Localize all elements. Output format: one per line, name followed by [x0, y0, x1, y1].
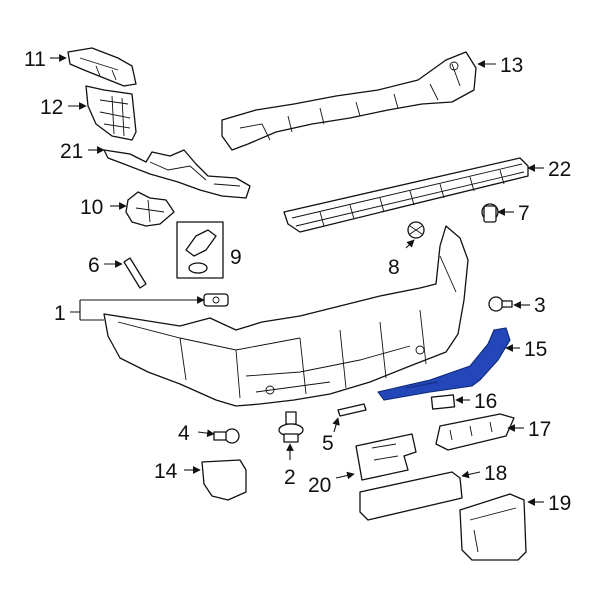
callout-labels: 11 12 21 10 6 1 9 13 22 7 8 3 15 16 17 1…	[24, 48, 571, 515]
callout-18: 18	[484, 462, 507, 485]
part-4-bolt[interactable]	[213, 428, 240, 444]
part-8-bolt[interactable]	[407, 221, 425, 239]
callout-9: 9	[230, 246, 242, 269]
leader-lines	[50, 54, 544, 506]
part-21-bracket[interactable]	[103, 149, 251, 199]
part-13-reinforcement[interactable]	[221, 51, 477, 151]
callout-1: 1	[54, 302, 66, 325]
part-2-fastener[interactable]	[278, 411, 304, 443]
callout-6: 6	[88, 254, 100, 277]
part-14-pad[interactable]	[201, 459, 247, 501]
part-12-bracket[interactable]	[85, 85, 137, 141]
callout-20: 20	[308, 474, 331, 497]
callout-19: 19	[548, 492, 571, 515]
callout-2: 2	[284, 466, 296, 489]
callout-11: 11	[24, 48, 46, 71]
part-1-bumper-cover[interactable]	[103, 225, 469, 407]
part-9-retainer-kit[interactable]	[176, 221, 224, 279]
part-11-bracket[interactable]	[67, 47, 137, 87]
callout-7: 7	[518, 202, 530, 225]
callout-17: 17	[528, 418, 551, 441]
part-10-bracket[interactable]	[125, 191, 175, 227]
part-20-bracket[interactable]	[355, 433, 417, 481]
callout-3: 3	[534, 294, 546, 317]
callout-16: 16	[474, 390, 497, 413]
callout-8: 8	[388, 256, 400, 279]
part-16-pad[interactable]	[430, 394, 456, 410]
part-22-step-pad[interactable]	[283, 157, 529, 233]
part-5-pad[interactable]	[337, 403, 367, 417]
part-19-cover[interactable]	[459, 493, 527, 561]
callout-15: 15	[524, 338, 547, 361]
part-18-panel[interactable]	[359, 471, 463, 521]
callout-5: 5	[322, 432, 334, 455]
part-6-strip[interactable]	[123, 257, 147, 289]
part-15-bracket-highlighted[interactable]	[377, 327, 511, 401]
part-7-clip[interactable]	[481, 203, 499, 223]
part-1-tab[interactable]	[203, 293, 229, 307]
callout-21: 21	[60, 140, 83, 163]
callout-4: 4	[178, 422, 190, 445]
callout-12: 12	[40, 96, 63, 119]
part-17-bracket[interactable]	[435, 413, 515, 451]
callout-22: 22	[548, 158, 571, 181]
part-3-bolt[interactable]	[488, 296, 513, 312]
callout-14: 14	[154, 460, 178, 483]
callout-13: 13	[500, 54, 523, 77]
callout-10: 10	[80, 196, 103, 219]
